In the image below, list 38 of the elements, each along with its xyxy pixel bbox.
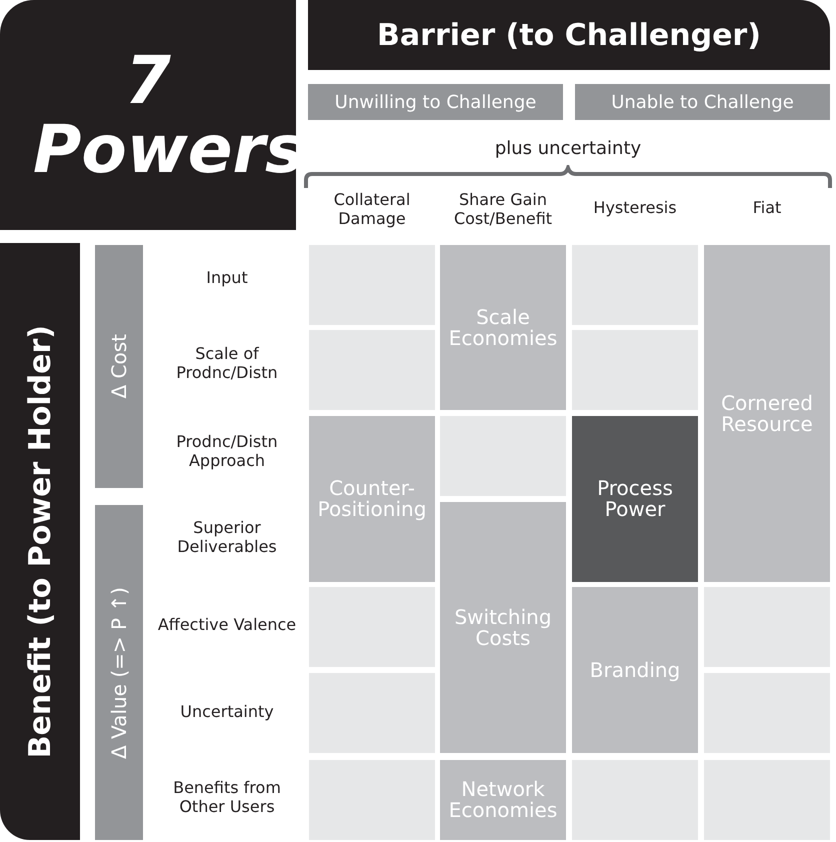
grid-cell: [309, 330, 435, 410]
row-label: Superior Deliverables: [176, 518, 278, 556]
column-header: Share Gain Cost/Benefit: [452, 190, 554, 228]
power-cell: Cornered Resource: [704, 245, 830, 582]
grid-cell: [704, 760, 830, 840]
category-bar: Δ Cost: [95, 245, 143, 488]
title-panel: 7 Powers: [0, 0, 296, 230]
power-cell: Switching Costs: [440, 502, 566, 753]
category-bar: Unable to Challenge: [575, 84, 830, 120]
grid-cell: [572, 330, 698, 410]
row-label: Affective Valence: [156, 615, 298, 634]
row-label: Prodnc/Distn Approach: [175, 432, 279, 470]
header-bar: Barrier (to Challenger): [308, 0, 830, 70]
grid-cell: [309, 760, 435, 840]
power-cell: Scale Economies: [440, 245, 566, 410]
uncertainty-note: plus uncertainty: [494, 138, 642, 160]
grid-cell: [572, 760, 698, 840]
power-cell: Branding: [572, 587, 698, 753]
grid-cell: [309, 587, 435, 667]
grid-cell: [309, 673, 435, 753]
grid-cell: [704, 673, 830, 753]
column-header: Collateral Damage: [332, 190, 412, 228]
side-header-bar: Benefit (to Power Holder): [0, 243, 80, 840]
row-label: Benefits from Other Users: [172, 778, 282, 816]
power-cell: Network Economies: [440, 760, 566, 840]
column-header: Hysteresis: [592, 198, 678, 218]
grid-cell: [704, 587, 830, 667]
category-bar: Unwilling to Challenge: [308, 84, 563, 120]
power-cell: Process Power: [572, 416, 698, 582]
row-label: Uncertainty: [179, 702, 275, 722]
row-label: Scale of Prodnc/Distn: [175, 344, 279, 382]
grid-cell: [440, 416, 566, 496]
grid-cell: [309, 245, 435, 325]
category-bar: Δ Value (=> P ↑): [95, 505, 143, 840]
power-cell: Counter-Positioning: [309, 416, 435, 582]
column-header: Fiat: [752, 198, 782, 218]
grid-cell: [572, 245, 698, 325]
row-label: Input: [205, 268, 249, 288]
